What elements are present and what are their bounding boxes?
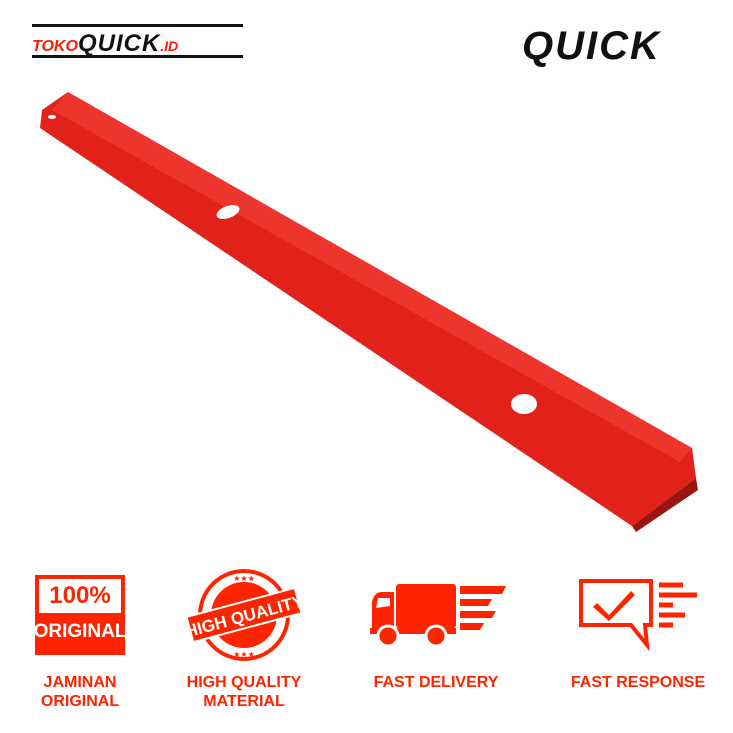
high-quality-stamp-icon: HIGH QUALITY ★★★ ★★★ xyxy=(164,569,324,661)
bar-hole xyxy=(511,394,537,414)
toko-quick-logo: TOKOQUICK.ID xyxy=(30,24,245,58)
feature-delivery: FAST DELIVERY xyxy=(356,575,516,692)
logo-toko: TOKO xyxy=(32,38,78,55)
bar-hole xyxy=(216,205,240,219)
original-badge-icon: 100%ORIGINAL xyxy=(0,575,160,655)
feature-response: FAST RESPONSE xyxy=(558,575,718,692)
svg-text:★★★: ★★★ xyxy=(233,574,255,583)
chat-check-icon xyxy=(558,575,718,655)
logo-domain: .ID xyxy=(160,38,179,54)
quick-brand-logo: QUICK xyxy=(522,24,661,68)
logo-quick: QUICK xyxy=(77,30,161,57)
delivery-truck-icon xyxy=(356,575,516,655)
svg-text:★★★: ★★★ xyxy=(233,650,255,659)
